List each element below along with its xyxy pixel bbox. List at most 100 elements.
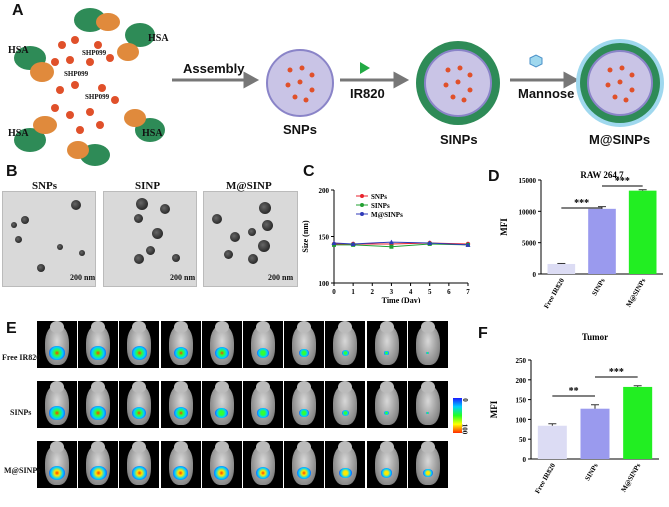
legend-label: M@SINPs xyxy=(371,211,403,219)
data-point xyxy=(465,242,471,247)
mouse-image xyxy=(366,441,407,488)
mouse-image xyxy=(284,321,325,368)
mouse-head xyxy=(379,321,394,333)
data-point xyxy=(350,241,356,246)
bar-M@SINPs xyxy=(623,386,653,459)
fluorescence-signal xyxy=(173,347,188,359)
mouse-head xyxy=(50,321,64,333)
mouse-image xyxy=(201,321,242,368)
tem-label-msinp: M@SINP xyxy=(226,180,272,192)
fluorescence-signal xyxy=(90,346,106,360)
x-tick-label: 0 xyxy=(332,288,336,296)
y-tick-label: 15000 xyxy=(519,177,537,185)
data-point xyxy=(331,240,337,246)
hsa-proteins xyxy=(14,8,165,166)
panel-a-label: A xyxy=(12,2,24,19)
mouse-image xyxy=(325,321,366,368)
mouse-image xyxy=(37,381,77,428)
tem-scale-2: 200 nm xyxy=(170,273,196,282)
mouse-image xyxy=(325,441,366,488)
bar-Free IR820 xyxy=(537,425,567,459)
mouse-head xyxy=(297,381,312,393)
mouse-head xyxy=(379,381,394,393)
tem-image-snps xyxy=(2,191,96,287)
colorbar-min: 100 xyxy=(460,423,469,435)
colorbar-max: 0 xyxy=(460,398,469,402)
shp099-dots xyxy=(51,36,119,134)
schematic-diagram xyxy=(14,8,664,166)
intensity-colorbar xyxy=(453,398,462,433)
bar-SINPs xyxy=(580,408,610,459)
bar-M@SINPs xyxy=(628,190,657,274)
x-tick-label: M@SINPs xyxy=(625,277,648,309)
fluorescence-signal xyxy=(172,466,189,480)
x-tick-label: SINPs xyxy=(590,277,606,297)
mouse-head xyxy=(256,381,270,393)
y-tick-label: 200 xyxy=(516,377,527,385)
hsa-label-2: HSA xyxy=(148,33,169,44)
mouse-head xyxy=(420,441,435,453)
mouse-image xyxy=(37,321,77,368)
panel-e-label: E xyxy=(6,320,17,337)
hsa-label-1: HSA xyxy=(8,45,29,56)
bar-SINPs xyxy=(588,208,616,274)
y-tick-label: 100 xyxy=(319,280,330,288)
shp099-label-3: SHP099 xyxy=(85,93,110,101)
mouse-image xyxy=(407,381,448,428)
mouse-head xyxy=(173,441,188,453)
y-tick-label: 200 xyxy=(319,187,330,195)
chart-title: RAW 264.7 xyxy=(580,170,624,180)
x-tick-label: Free IR820 xyxy=(542,277,566,310)
x-tick-label: Free IR820 xyxy=(533,462,557,495)
panel-c-label: C xyxy=(303,163,315,180)
x-tick-label: 4 xyxy=(409,288,413,296)
fluorescence-signal xyxy=(214,347,229,359)
mouse-head xyxy=(256,321,270,333)
mouse-image xyxy=(243,321,283,368)
significance-label: ** xyxy=(569,386,579,397)
fluorescence-signal xyxy=(49,406,65,420)
mouse-image xyxy=(78,441,119,488)
mouse-image xyxy=(325,381,366,428)
fluorescence-signal xyxy=(341,410,349,416)
fluorescence-signal xyxy=(132,407,147,419)
data-point xyxy=(388,239,394,245)
mouse-image xyxy=(243,381,283,428)
mouse-head xyxy=(297,441,312,453)
legend-marker xyxy=(360,212,364,216)
fluorescence-signal xyxy=(131,346,148,360)
x-tick-label: 3 xyxy=(390,288,394,296)
shp099-label-1: SHP099 xyxy=(82,49,107,57)
mouse-head xyxy=(420,321,435,333)
mouse-image xyxy=(284,441,325,488)
shp099-label-2: SHP099 xyxy=(64,70,89,78)
fluorescence-signal xyxy=(297,467,312,479)
mouse-image xyxy=(160,381,201,428)
mouse-head xyxy=(297,321,312,333)
mouse-head xyxy=(173,321,188,333)
y-tick-label: 0 xyxy=(533,271,537,279)
fluorescence-signal xyxy=(384,351,389,355)
mouse-head xyxy=(214,441,229,453)
x-tick-label: 1 xyxy=(351,288,355,296)
mouse-image xyxy=(366,381,407,428)
mouse-image xyxy=(284,381,325,428)
mouse-head xyxy=(256,441,270,453)
y-tick-label: 150 xyxy=(319,234,330,242)
x-tick-label: 7 xyxy=(466,288,470,296)
mouse-image xyxy=(160,441,201,488)
fluorescence-signal xyxy=(257,408,269,418)
fluorescence-signal xyxy=(299,348,310,358)
row-label-sinps: SINPs xyxy=(10,408,32,417)
fluorescence-signal xyxy=(256,347,270,359)
fluorescence-signal xyxy=(173,407,188,419)
tem-label-sinp: SINP xyxy=(135,180,161,192)
hsa-label-3: HSA xyxy=(8,128,29,139)
tem-scale-1: 200 nm xyxy=(70,273,96,282)
fluorescence-signal xyxy=(380,468,393,478)
fluorescence-signal xyxy=(49,346,65,360)
tem-label-snps: SNPs xyxy=(32,180,58,192)
fluorescence-signal xyxy=(214,466,230,480)
